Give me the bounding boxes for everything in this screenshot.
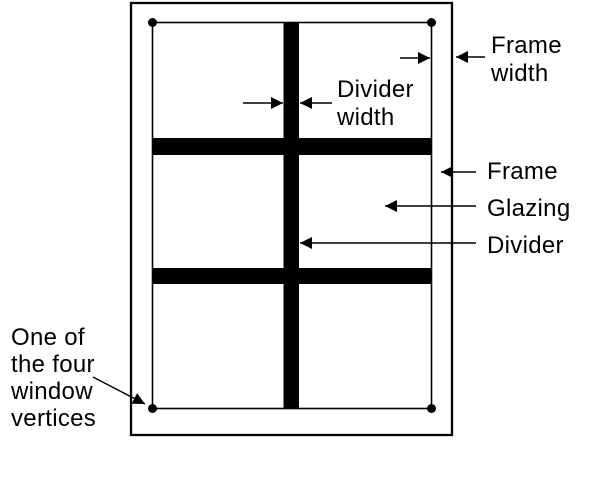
frame-width-label: Frame width: [491, 32, 562, 87]
vertex-dot-bottom-left: [148, 404, 157, 413]
vertex-dot-bottom-right: [427, 404, 436, 413]
divider-label: Divider: [487, 232, 564, 259]
horizontal-divider-top-bar: [152, 138, 432, 155]
divider-width-label: Divider width: [337, 76, 414, 131]
window-vertices-label: One of the four window vertices: [11, 324, 97, 432]
vertical-divider-bar: [283, 22, 299, 409]
vertex-dot-top-left: [148, 18, 157, 27]
vertex-pointer-arrow: [92, 376, 146, 405]
frame-label: Frame: [487, 158, 558, 185]
vertex-dot-top-right: [427, 18, 436, 27]
glazing-label: Glazing: [487, 195, 571, 222]
horizontal-divider-bottom-bar: [152, 268, 432, 284]
